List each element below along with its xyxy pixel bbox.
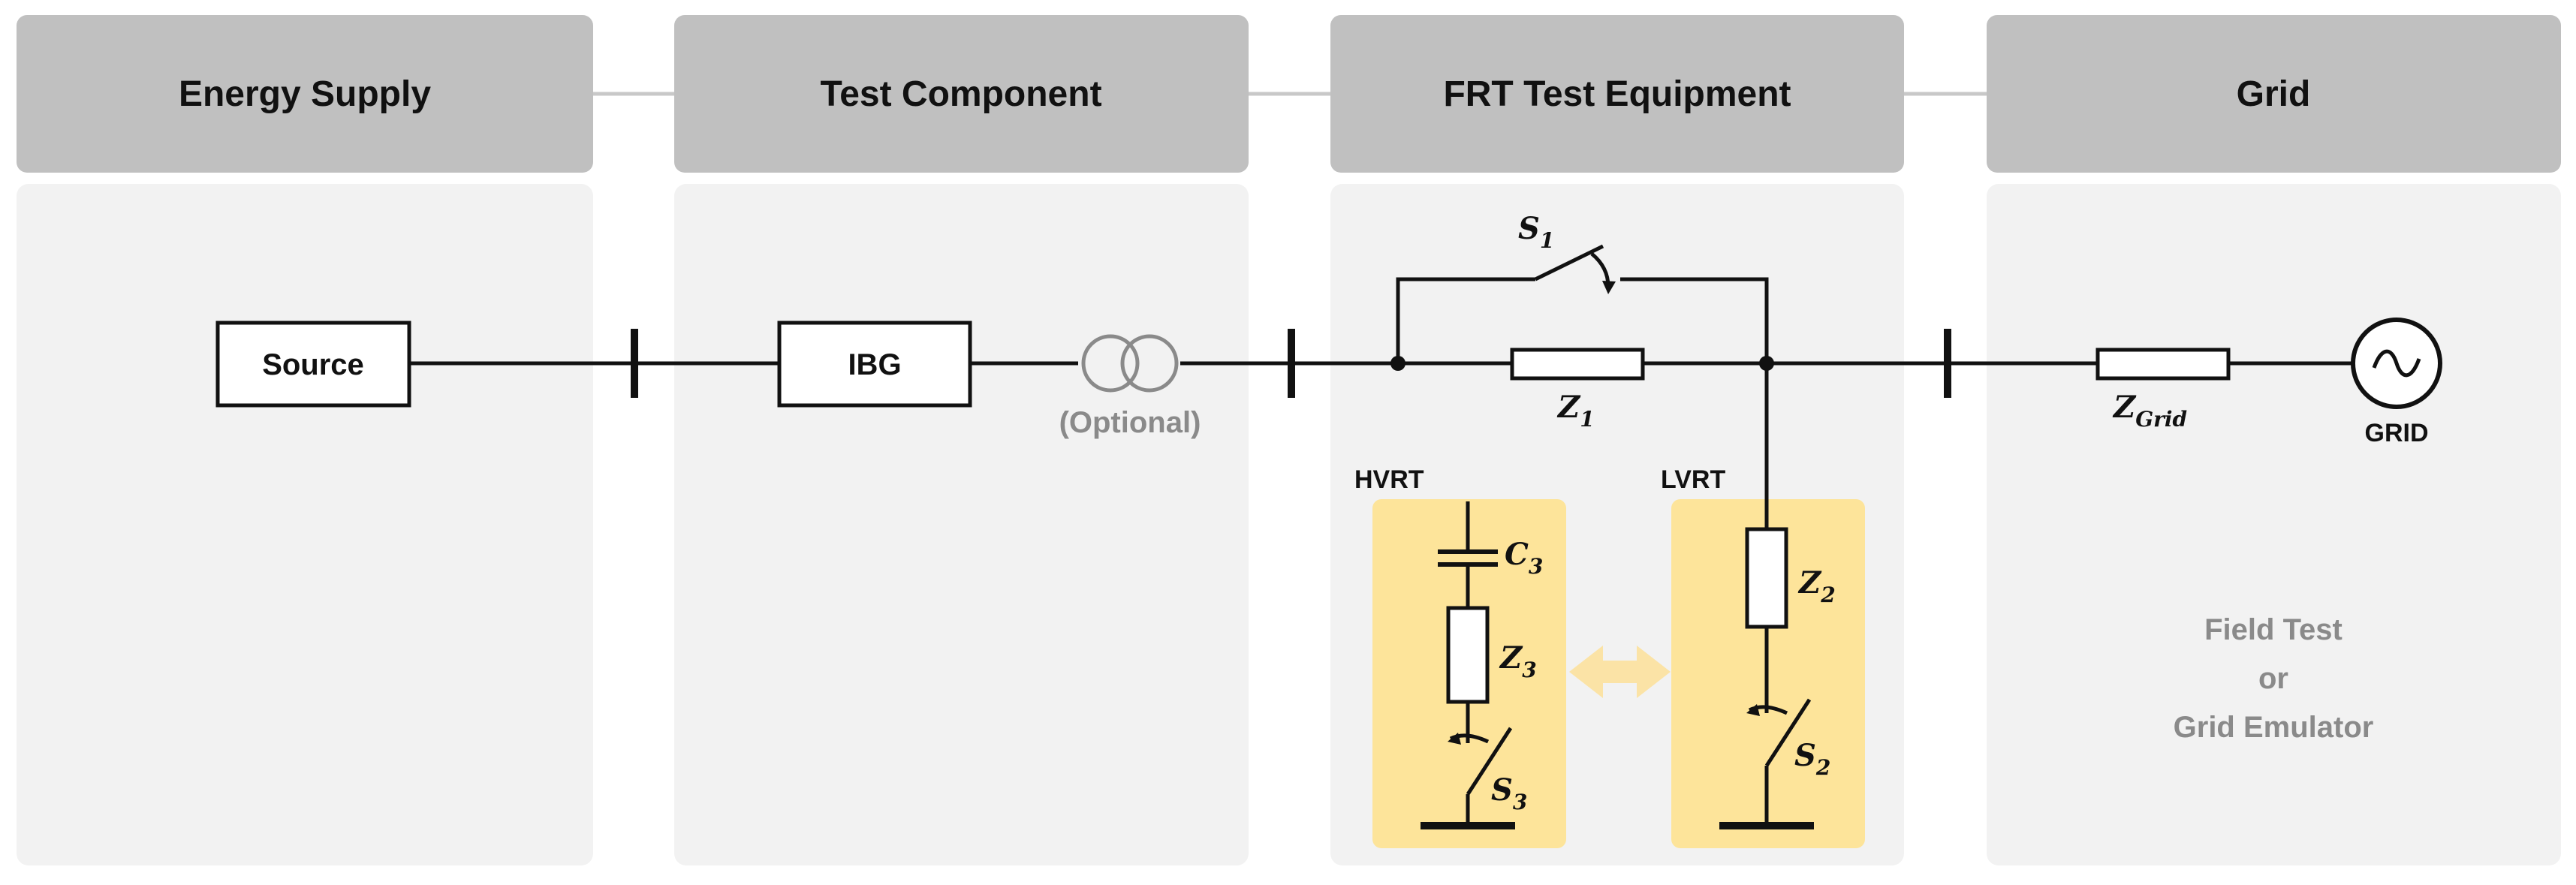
header-label-test-component: Test Component: [820, 74, 1101, 114]
zgrid-label: ZGrid: [2112, 390, 2187, 432]
z1-label: Z1: [1556, 390, 1595, 432]
junction-dot: [1390, 356, 1406, 371]
s3-label: S3: [1491, 772, 1527, 814]
panel-grid: [1987, 184, 2561, 865]
grid-note-line2: or: [2258, 662, 2288, 695]
s3-arrowhead: [1448, 733, 1461, 745]
panel-test-component: [674, 184, 1249, 865]
z3-sub: 3: [1522, 658, 1536, 682]
s2-sub: 2: [1815, 755, 1830, 780]
transformer-icon: [1081, 334, 1179, 393]
c3-base: C: [1505, 537, 1529, 572]
z3-base: Z: [1499, 640, 1523, 676]
s2-arrowhead: [1746, 704, 1760, 716]
grid-note-line1: Field Test: [2204, 613, 2343, 646]
z1-sub: 1: [1580, 407, 1594, 432]
s1-label: S1: [1518, 211, 1554, 253]
s3-sub: 3: [1513, 790, 1527, 814]
header-label-frt-equipment: FRT Test Equipment: [1443, 74, 1791, 114]
source-label: Source: [262, 348, 364, 381]
s3-switch-blade: [1466, 727, 1513, 796]
s1-sub: 1: [1540, 228, 1554, 253]
header-label-grid: Grid: [2237, 74, 2311, 114]
z2-base: Z: [1797, 565, 1822, 601]
z2-resistor: [1745, 527, 1788, 629]
swap-double-arrow: [1569, 646, 1671, 698]
sine-wave-icon: [2372, 349, 2421, 378]
grid-source-label: GRID: [2365, 419, 2429, 447]
s1-base: S: [1518, 211, 1540, 246]
s2-label: S2: [1794, 738, 1830, 780]
z3-label: Z3: [1499, 640, 1537, 682]
panel-energy-supply: [17, 184, 593, 865]
ibg-block: [777, 321, 972, 408]
s2-base: S: [1794, 738, 1816, 773]
s1-arrowhead: [1602, 281, 1616, 294]
hvrt-title: HVRT: [1354, 465, 1424, 494]
z1-base: Z: [1556, 390, 1581, 425]
grid-note-line3: Grid Emulator: [2174, 711, 2374, 744]
optional-label: (Optional): [1059, 406, 1201, 439]
lvrt-title: LVRT: [1661, 465, 1725, 494]
c3-label: C3: [1505, 537, 1543, 579]
s2-switch-blade: [1764, 698, 1812, 767]
s3-base: S: [1491, 772, 1513, 808]
ibg-label: IBG: [848, 348, 901, 381]
z2-sub: 2: [1820, 582, 1835, 607]
z2-label: Z2: [1797, 565, 1836, 607]
s1-switch-blade: [1534, 244, 1604, 281]
z1-resistor: [1510, 348, 1645, 381]
zgrid-sub: Grid: [2135, 407, 2187, 432]
source-block: [215, 321, 411, 408]
c3-sub: 3: [1529, 554, 1543, 579]
header-label-energy-supply: Energy Supply: [179, 74, 431, 114]
header-grid: [1987, 15, 2561, 173]
header-test-component: [674, 15, 1249, 173]
header-frt-equipment: [1330, 15, 1904, 173]
zgrid-base: Z: [2112, 390, 2137, 425]
zgrid-resistor: [2095, 348, 2231, 381]
z3-resistor: [1446, 606, 1490, 704]
bypass-wire: [1620, 277, 1769, 363]
header-energy-supply: [17, 15, 593, 173]
bypass-wire: [1396, 277, 1535, 363]
